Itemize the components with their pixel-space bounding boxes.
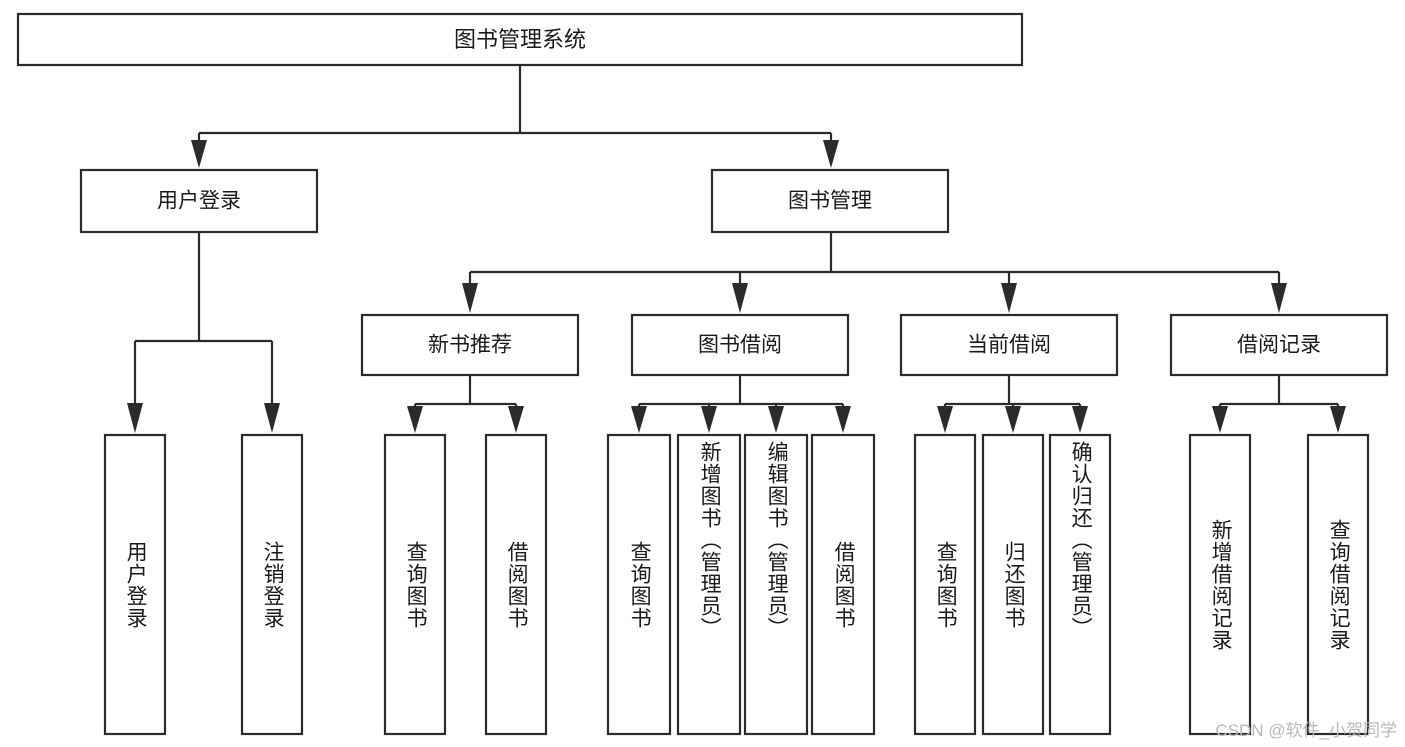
node-user-login[interactable]: 用户登录 bbox=[79, 168, 319, 234]
arrow-records-to-query-record bbox=[1330, 406, 1346, 433]
arrow-currentborrow-to-query-book bbox=[937, 406, 953, 433]
leaf-box-query-book-1[interactable] bbox=[383, 433, 447, 736]
node-book-management-box[interactable] bbox=[710, 168, 950, 234]
node-current-borrow[interactable]: 当前借阅 bbox=[899, 313, 1119, 377]
edge-group-bookborrow-to-leaves bbox=[631, 375, 851, 433]
arrow-root-to-user-login bbox=[191, 140, 207, 168]
edge-group-newbook-to-leaves bbox=[407, 375, 524, 433]
node-user-login-box[interactable] bbox=[79, 168, 319, 234]
node-new-book-recommend[interactable]: 新书推荐 bbox=[360, 313, 580, 377]
arrow-bookmgmt-to-records bbox=[1271, 283, 1287, 313]
arrow-bookborrow-to-edit-book bbox=[768, 406, 784, 433]
node-user-login-label: 用户登录 bbox=[157, 190, 241, 213]
node-root-system[interactable]: 图书管理系统 bbox=[16, 12, 1024, 67]
leaf-box-user-login[interactable] bbox=[103, 433, 167, 736]
arrow-bookborrow-to-add-book bbox=[701, 406, 717, 433]
node-borrow-records[interactable]: 借阅记录 bbox=[1169, 313, 1389, 377]
edge-group-root-to-level2 bbox=[191, 65, 839, 168]
node-book-borrow-label: 图书借阅 bbox=[698, 334, 782, 357]
edge-group-records-to-leaves bbox=[1212, 375, 1346, 433]
arrow-records-to-add-record bbox=[1212, 406, 1228, 433]
node-new-book-recommend-label: 新书推荐 bbox=[428, 334, 512, 357]
leaf-box-query-book-3[interactable] bbox=[913, 433, 977, 736]
node-book-management-label: 图书管理 bbox=[788, 190, 872, 213]
leaf-box-borrow-book-1[interactable] bbox=[484, 433, 548, 736]
arrow-newbook-to-query-book bbox=[407, 406, 423, 433]
leaf-box-edit-book-admin[interactable] bbox=[743, 433, 809, 736]
arrow-bookborrow-to-borrow-book bbox=[835, 406, 851, 433]
leaf-box-add-borrow-record[interactable] bbox=[1188, 433, 1252, 736]
arrow-bookmgmt-to-newbook bbox=[462, 283, 478, 313]
arrow-bookmgmt-to-current bbox=[1001, 283, 1017, 313]
leaf-box-borrow-book-2[interactable] bbox=[810, 433, 876, 736]
arrow-userlogin-to-leaf-logout bbox=[264, 403, 280, 433]
leaf-box-query-borrow-record[interactable] bbox=[1306, 433, 1370, 736]
node-root-system-label: 图书管理系统 bbox=[454, 27, 586, 52]
edge-group-bookmgmt-to-level3 bbox=[462, 232, 1287, 313]
node-current-borrow-label: 当前借阅 bbox=[967, 334, 1051, 357]
arrow-userlogin-to-leaf-user-login bbox=[127, 403, 143, 433]
node-borrow-records-box[interactable] bbox=[1169, 313, 1389, 377]
arrow-newbook-to-borrow-book bbox=[508, 406, 524, 433]
csdn-watermark: CSDN @软件_小贺同学 bbox=[1215, 721, 1397, 740]
leaf-box-confirm-return-admin[interactable] bbox=[1048, 433, 1112, 736]
edge-group-currentborrow-to-leaves bbox=[937, 375, 1088, 433]
node-book-management[interactable]: 图书管理 bbox=[710, 168, 950, 234]
node-borrow-records-label: 借阅记录 bbox=[1237, 334, 1321, 357]
leaf-box-logout[interactable] bbox=[240, 433, 304, 736]
node-book-borrow-box[interactable] bbox=[630, 313, 850, 377]
node-current-borrow-box[interactable] bbox=[899, 313, 1119, 377]
edge-group-userlogin-to-leaves bbox=[127, 232, 280, 433]
node-new-book-recommend-box[interactable] bbox=[360, 313, 580, 377]
node-book-borrow[interactable]: 图书借阅 bbox=[630, 313, 850, 377]
arrow-currentborrow-to-return-book bbox=[1005, 406, 1021, 433]
leaf-box-query-book-2[interactable] bbox=[606, 433, 672, 736]
arrow-currentborrow-to-confirm-return bbox=[1072, 406, 1088, 433]
arrow-bookmgmt-to-borrow bbox=[732, 283, 748, 313]
arrow-root-to-book-mgmt bbox=[823, 140, 839, 168]
leaf-box-add-book-admin[interactable] bbox=[676, 433, 742, 736]
leaf-box-return-book[interactable] bbox=[981, 433, 1045, 736]
node-root-system-box[interactable] bbox=[16, 12, 1024, 67]
arrow-bookborrow-to-query-book bbox=[631, 406, 647, 433]
